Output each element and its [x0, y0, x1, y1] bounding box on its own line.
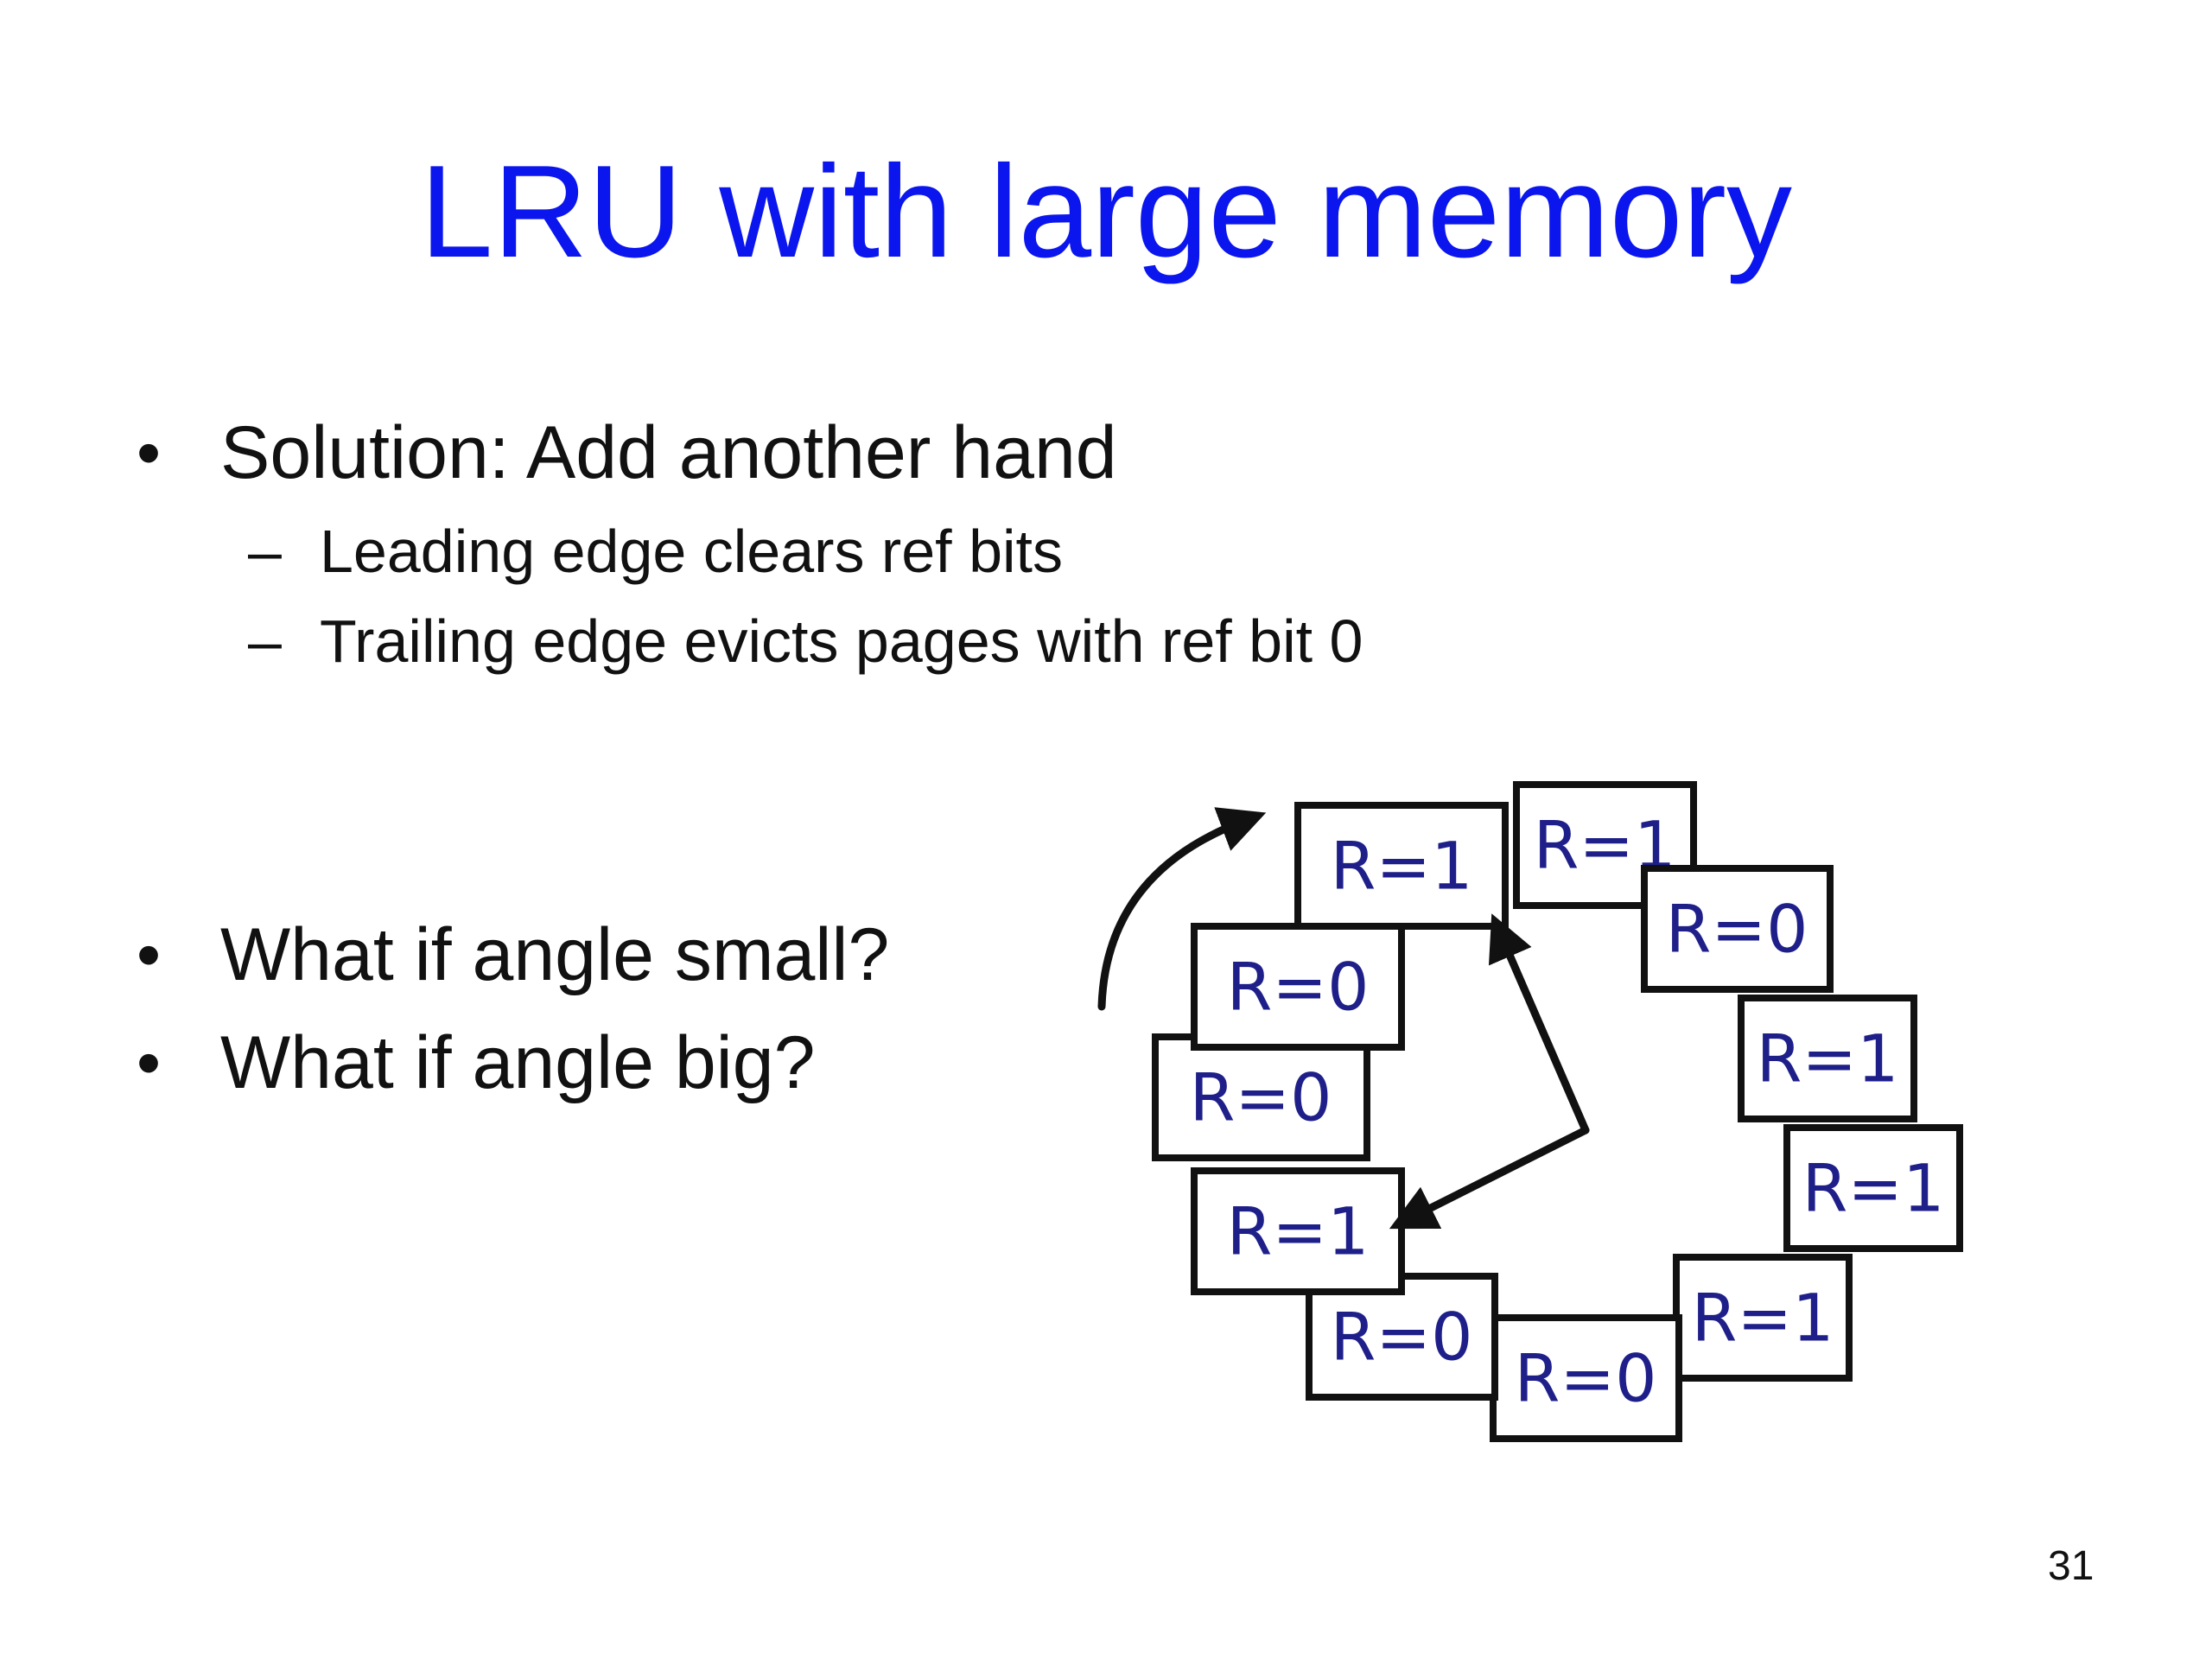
page-frame: R=1 — [1738, 995, 1917, 1122]
page-frame-label: R=0 — [1227, 949, 1370, 1026]
leading-hand-icon — [1488, 913, 1590, 1135]
page-frame: R=1 — [1191, 1167, 1405, 1295]
page-frame-label: R=0 — [1331, 1299, 1473, 1376]
bullet-text: Solution: Add another hand — [220, 411, 1117, 494]
sub-bullet-text: Trailing edge evicts pages with ref bit … — [320, 607, 1363, 675]
bullet-dot: • — [137, 916, 162, 993]
page-frame: R=1 — [1294, 802, 1509, 930]
page-frame-label: R=0 — [1515, 1340, 1657, 1417]
rotation-arrow-icon — [1097, 807, 1267, 1011]
sub-bullet-text: Leading edge clears ref bits — [320, 518, 1063, 585]
page-frame: R=1 — [1673, 1254, 1853, 1382]
page-number: 31 — [2048, 1543, 2094, 1589]
slide-title: LRU with large memory — [420, 138, 1792, 285]
bullet-angle-small: • What if angle small? — [137, 912, 890, 998]
page-frame: R=0 — [1191, 923, 1405, 1051]
page-frame: R=0 — [1152, 1033, 1370, 1161]
trailing-hand-icon — [1389, 1126, 1590, 1230]
bullet-dot: • — [137, 1024, 162, 1101]
clock-hands — [1389, 913, 1590, 1230]
bullet-dot: • — [137, 414, 162, 491]
page-frame-label: R=0 — [1190, 1059, 1332, 1136]
sub-dash: – — [248, 607, 282, 675]
sub-bullet-trailing-edge: – Trailing edge evicts pages with ref bi… — [248, 607, 1363, 676]
bullet-text: What if angle big? — [220, 1021, 816, 1104]
sub-dash: – — [248, 518, 282, 585]
page-frame: R=0 — [1490, 1314, 1682, 1442]
bullet-angle-big: • What if angle big? — [137, 1020, 816, 1106]
page-frame-label: R=1 — [1757, 1020, 1899, 1097]
page-frame-label: R=1 — [1331, 828, 1473, 905]
bullet-solution: • Solution: Add another hand — [137, 410, 1117, 496]
page-frame-label: R=1 — [1802, 1150, 1945, 1227]
page-frame-label: R=1 — [1227, 1193, 1370, 1270]
bullet-text: What if angle small? — [220, 913, 890, 996]
page-frame: R=0 — [1306, 1273, 1498, 1401]
page-frame: R=0 — [1641, 865, 1834, 993]
page-frame-label: R=1 — [1692, 1280, 1834, 1357]
sub-bullet-leading-edge: – Leading edge clears ref bits — [248, 517, 1063, 586]
page-frame-label: R=0 — [1666, 891, 1808, 968]
page-frame: R=1 — [1783, 1124, 1963, 1252]
